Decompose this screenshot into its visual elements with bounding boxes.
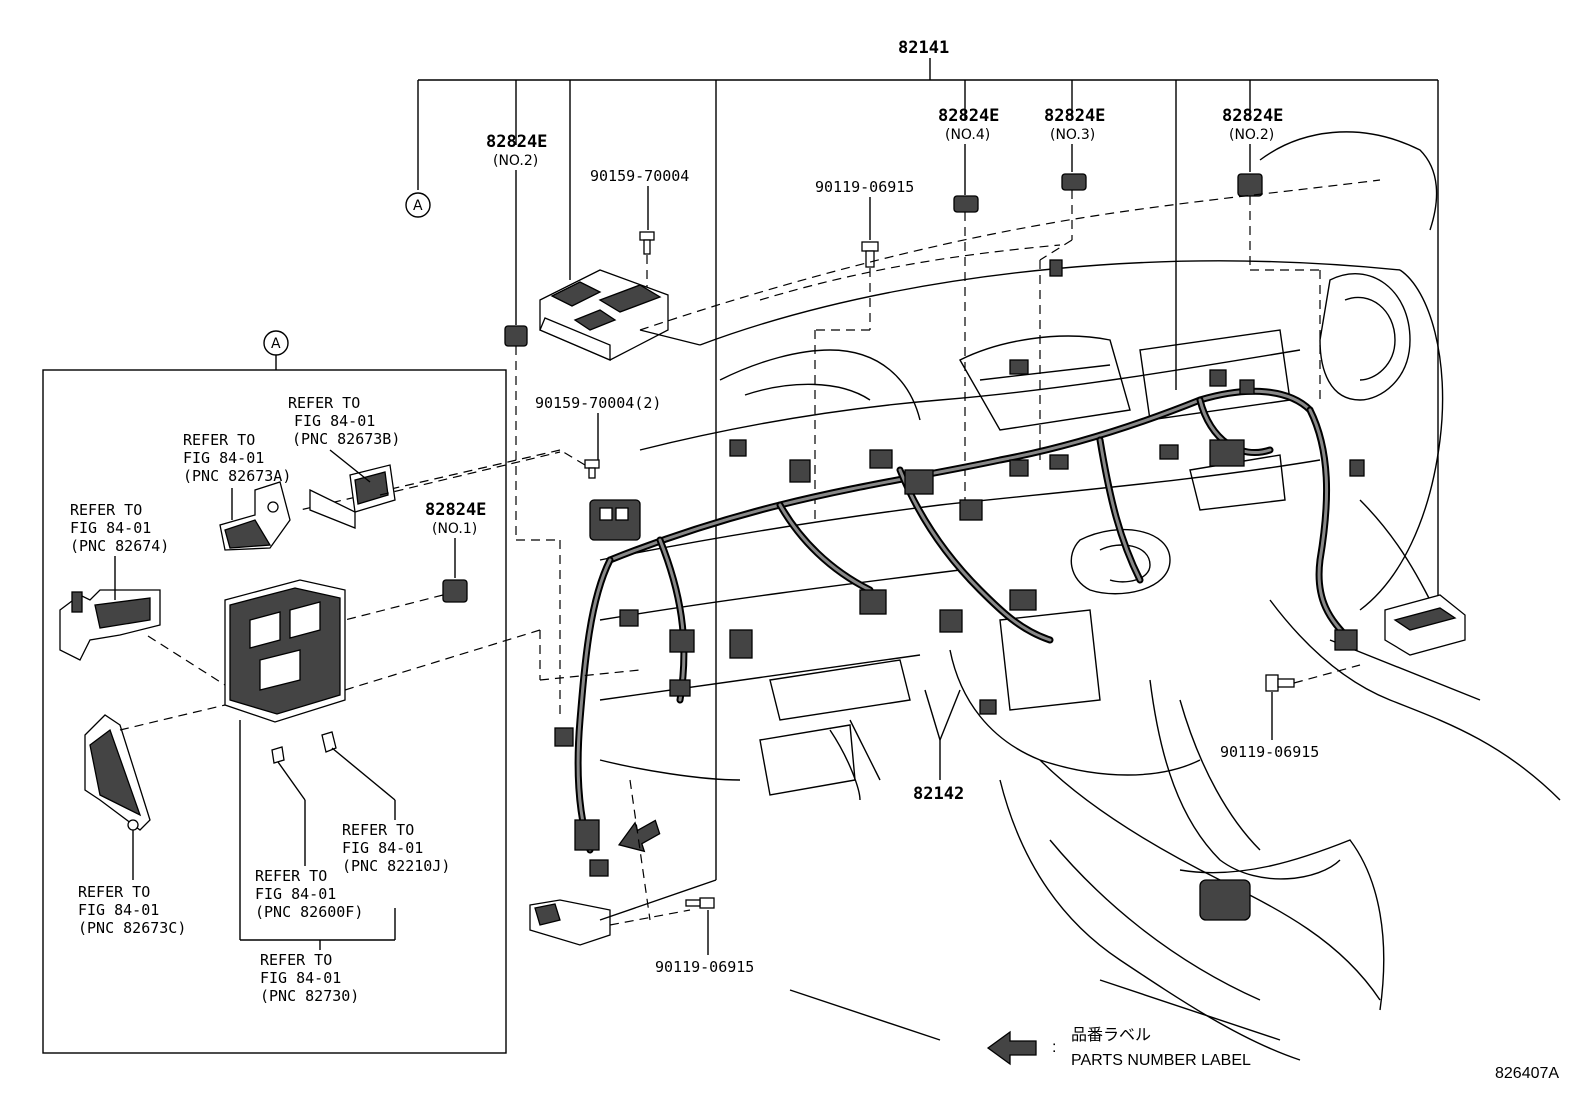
svg-text:(PNC 82673A): (PNC 82673A) [183,467,291,485]
refer-82673c: REFER TO FIG 84-01 (PNC 82673C) [78,883,186,937]
refer-82674: REFER TO FIG 84-01 (PNC 82674) [70,501,169,555]
clip-82600f [271,746,285,764]
svg-text:FIG 84-01: FIG 84-01 [342,839,423,857]
clip-label-82824e-no3: 82824E [1044,106,1105,126]
instrument-panel-outline [599,131,1561,1061]
label-90119-06915-top: 90119-06915 [815,178,914,196]
label-82141: 82141 [898,38,949,58]
inset-callout-a-circle [263,330,289,356]
svg-text:FIG 84-01: FIG 84-01 [260,969,341,987]
clip-82824e-no4 [953,195,979,213]
callout-a-circle [405,192,431,218]
clip-note-no4: (NO.4) [945,127,990,143]
junction-block [224,579,346,723]
bracket-82673c [84,714,151,831]
legend: : 品番ラベル PARTS NUMBER LABEL [986,1026,1251,1069]
svg-text:(PNC 82674): (PNC 82674) [70,537,169,555]
svg-text:REFER TO: REFER TO [183,431,255,449]
clip-label-82824e-no1: 82824E [425,500,486,520]
svg-text:FIG 84-01: FIG 84-01 [255,885,336,903]
inset-box-a [42,369,507,1054]
label-82142: 82142 [913,784,964,804]
clip-82210j [321,731,337,753]
svg-text:(PNC 82210J): (PNC 82210J) [342,857,450,875]
svg-text:FIG 84-01: FIG 84-01 [70,519,151,537]
clip-82824e-no1 [442,579,468,603]
svg-text:REFER TO: REFER TO [342,821,414,839]
callout-a-label: A [413,198,423,214]
relay-block [539,269,669,361]
svg-text:FIG 84-01: FIG 84-01 [78,901,159,919]
label-90119-06915-bottom: 90119-06915 [655,958,754,976]
svg-text:FIG 84-01: FIG 84-01 [294,412,375,430]
bolt-icon [584,459,600,479]
refer-82673b: REFER TO FIG 84-01 (PNC 82673B) [288,394,400,448]
harness-connectors [554,259,1365,921]
relay-connector-right [1384,594,1466,656]
clip-label-82824e-left: 82824E [486,132,547,152]
figure-id: 826407A [1495,1065,1559,1082]
clip-note-no1: (NO.1) [432,521,477,537]
main-harness-82141 [574,387,1354,854]
svg-text:(PNC 82673C): (PNC 82673C) [78,919,186,937]
bolt-icon [861,241,879,268]
refer-82673a: REFER TO FIG 84-01 (PNC 82673A) [183,431,291,485]
main-harness-leader [417,58,1439,880]
bracket-82674 [59,589,161,661]
clip-82824e-no3 [1061,173,1087,191]
svg-text:REFER TO: REFER TO [70,501,142,519]
svg-text:(PNC 82730): (PNC 82730) [260,987,359,1005]
legend-colon: : [1052,1039,1056,1056]
refer-82210j: REFER TO FIG 84-01 (PNC 82210J) [342,821,450,875]
clip-82824e-no2-right [1237,173,1263,197]
inset-callout-a-label: A [271,336,281,352]
clip-82824e-no2-left [504,325,528,347]
legend-label-jp: 品番ラベル [1071,1026,1151,1044]
bolt-icon [685,897,715,909]
bolt-icon [1265,674,1295,692]
label-90159-70004-2: 90159-70004(2) [535,394,661,412]
clip-label-82824e-no4: 82824E [938,106,999,126]
left-arrow-icon [986,1030,1037,1066]
label-90159-70004: 90159-70004 [590,167,689,185]
refer-82600f: REFER TO FIG 84-01 (PNC 82600F) [255,867,363,921]
bracket-82673b [309,464,396,529]
svg-text:REFER TO: REFER TO [288,394,360,412]
svg-text:FIG 84-01: FIG 84-01 [183,449,264,467]
legend-label-en: PARTS NUMBER LABEL [1071,1052,1251,1069]
clip-note-no3: (NO.3) [1050,127,1095,143]
bottom-bracket [529,899,691,946]
svg-text:(PNC 82600F): (PNC 82600F) [255,903,363,921]
svg-text:REFER TO: REFER TO [260,951,332,969]
refer-82730: REFER TO FIG 84-01 (PNC 82730) [260,951,359,1005]
clip-label-82824e-right: 82824E [1222,106,1283,126]
label-90119-06915-right: 90119-06915 [1220,743,1319,761]
svg-text:REFER TO: REFER TO [78,883,150,901]
clip-note-left: (NO.2) [493,153,538,169]
bracket-82673a [219,481,291,551]
clip-note-right: (NO.2) [1229,127,1274,143]
bolt-icon [639,231,655,255]
svg-text:(PNC 82673B): (PNC 82673B) [292,430,400,448]
part-label-arrow-icon [617,819,661,853]
svg-text:REFER TO: REFER TO [255,867,327,885]
